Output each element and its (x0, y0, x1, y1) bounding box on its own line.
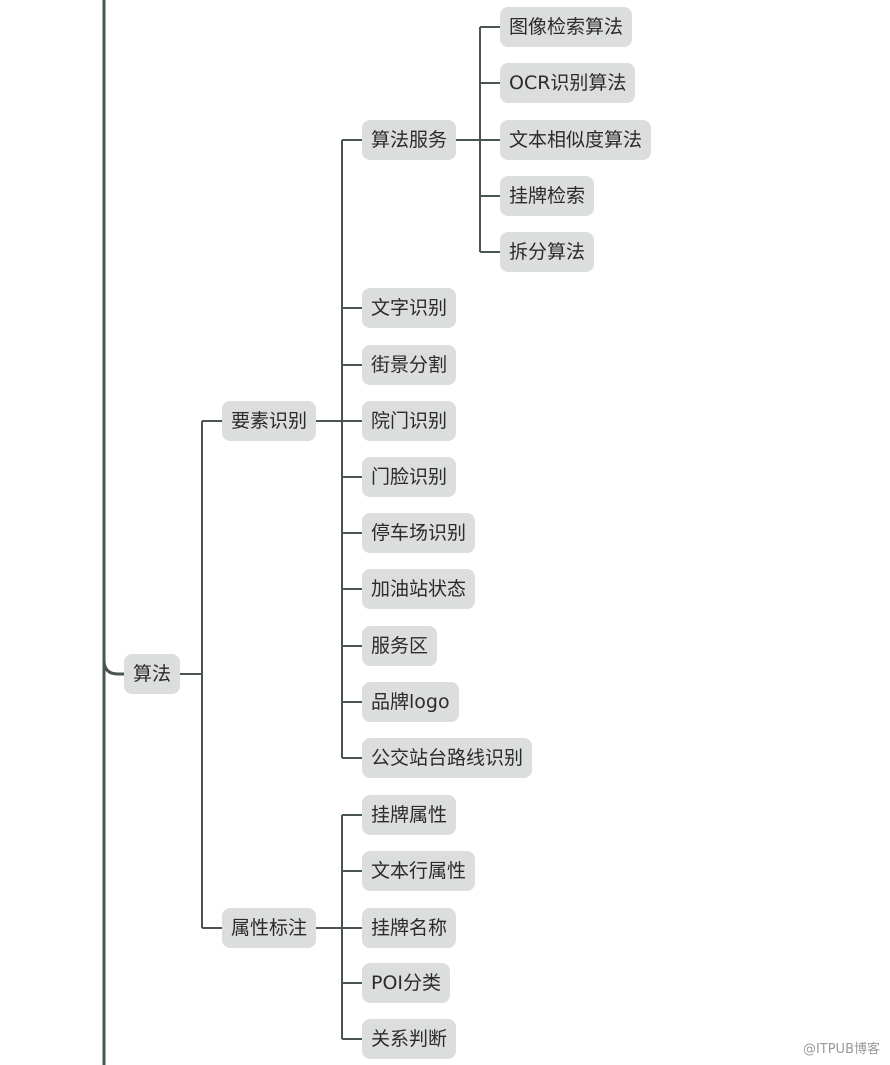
mind-map-node[interactable]: 属性标注 (222, 908, 317, 948)
mind-map-node[interactable]: OCR识别算法 (500, 63, 636, 103)
mind-map-node[interactable]: 街景分割 (362, 345, 457, 385)
mind-map-node[interactable]: 加油站状态 (362, 569, 476, 609)
mind-map-node[interactable]: 要素识别 (222, 401, 317, 441)
mind-map-node[interactable]: 文本相似度算法 (500, 120, 652, 160)
mind-map-node[interactable]: 图像检索算法 (500, 7, 633, 47)
mind-map-node[interactable]: 品牌logo (362, 682, 459, 722)
mind-map-node[interactable]: 算法 (124, 654, 181, 694)
mind-map-node[interactable]: 拆分算法 (500, 232, 595, 272)
mind-map-node[interactable]: 关系判断 (362, 1019, 457, 1059)
mind-map-node[interactable]: POI分类 (362, 963, 451, 1003)
mind-map-node[interactable]: 停车场识别 (362, 513, 476, 553)
watermark: @ITPUB博客 (802, 1042, 880, 1057)
mind-map-node[interactable]: 服务区 (362, 626, 438, 666)
mind-map-node[interactable]: 算法服务 (362, 120, 457, 160)
mind-map-node[interactable]: 门脸识别 (362, 457, 457, 497)
mind-map-node[interactable]: 挂牌名称 (362, 908, 457, 948)
mind-map-node[interactable]: 文本行属性 (362, 851, 476, 891)
mind-map-node[interactable]: 院门识别 (362, 401, 457, 441)
mind-map-node[interactable]: 文字识别 (362, 288, 457, 328)
mind-map-node[interactable]: 公交站台路线识别 (362, 738, 533, 778)
trunk-line (102, 0, 124, 1065)
mind-map-node[interactable]: 挂牌检索 (500, 176, 595, 216)
mind-map-node[interactable]: 挂牌属性 (362, 795, 457, 835)
